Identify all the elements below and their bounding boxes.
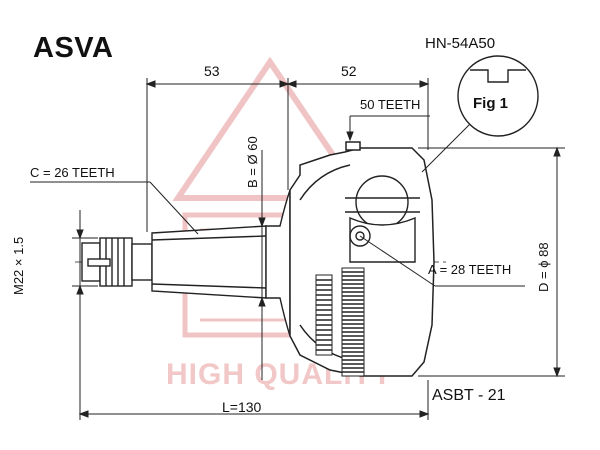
shaft-teeth-label: C = 26 TEETH [30,165,115,180]
part-number: HN-54A50 [425,35,496,52]
top-dimension-lines [145,78,430,232]
inner-race [345,175,420,263]
joint-neck [265,189,291,337]
dimension-right-section: 52 [341,63,357,79]
catalog-code: ASBT - 21 [432,387,506,404]
abs-teeth-label: A = 28 TEETH [428,262,512,277]
overall-length-label: L=130 [222,399,262,415]
thread-label: M22 × 1.5 [11,236,26,295]
abs-teeth-leader [359,235,525,287]
stem-diameter-label: B = Ø 60 [245,136,260,188]
splined-shaft [151,225,267,299]
figure-label: Fig 1 [473,95,509,112]
stem-diameter-dimension [258,150,266,380]
abs-ring [315,267,365,377]
threaded-end [81,237,153,287]
fig-detail-circle [457,55,539,137]
brand-logo-text: ASVA [33,32,114,64]
outer-teeth-leader [346,115,430,142]
thread-dimension [72,210,98,310]
shaft-teeth-leader [30,181,199,235]
outer-teeth-label: 50 TEETH [360,97,421,112]
outer-diameter-label: D = ϕ 88 [536,242,551,292]
length-dimension [78,300,430,420]
dimension-left-section: 53 [204,63,220,79]
outer-diameter-dimension [418,146,565,378]
